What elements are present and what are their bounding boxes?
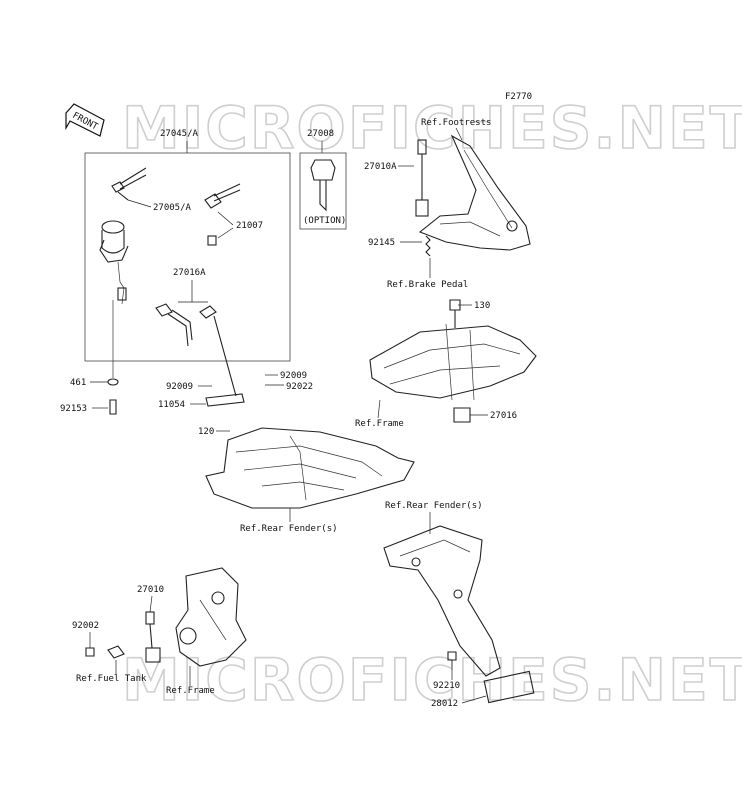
frame-section: [369, 323, 537, 401]
key-set-icon: [111, 167, 147, 201]
bolt-icon: [109, 399, 117, 415]
screw-icon: [449, 299, 461, 328]
label-27010A: 27010A: [364, 162, 397, 172]
watermark-top: MICROFICHES.NET: [122, 94, 742, 162]
figure-code: F2770: [505, 92, 532, 102]
label-92009-a: 92009: [280, 371, 307, 381]
label-27008: 27008: [307, 129, 334, 139]
front-arrow-icon: FRONT: [65, 103, 105, 137]
switch-27010-icon: [145, 611, 161, 663]
label-27045A: 27045/A: [160, 129, 199, 139]
label-130: 130: [474, 301, 490, 311]
label-ref-frame-2: Ref.Frame: [166, 686, 215, 696]
footrest-assembly: [418, 134, 531, 251]
label-11054: 11054: [158, 400, 185, 410]
brake-switch-icon: [415, 139, 429, 217]
watermark-bottom: MICROFICHES.NET: [122, 646, 742, 714]
ignition-switch-icon: [99, 220, 129, 305]
label-ref-footrests: Ref.Footrests: [421, 118, 491, 128]
label-461: 461: [70, 378, 86, 388]
rear-fender-bracket: [383, 525, 501, 677]
label-27005A: 27005/A: [153, 203, 192, 213]
bolt-2-icon: [85, 647, 95, 657]
label-27016A: 27016A: [173, 268, 206, 278]
label-92009-b: 92009: [166, 382, 193, 392]
ignition-kit-box: [84, 152, 291, 362]
label-ref-fuel-tank: Ref.Fuel Tank: [76, 674, 147, 684]
label-27010: 27010: [137, 585, 164, 595]
key-set-2-icon: [204, 183, 241, 246]
option-key-box: [299, 152, 347, 230]
label-92002: 92002: [72, 621, 99, 631]
rear-fender-pan: [205, 427, 415, 509]
label-27016: 27016: [490, 411, 517, 421]
nut-icon: [447, 651, 457, 661]
bracket-icon: [205, 315, 245, 407]
lower-frame-section: [175, 567, 247, 667]
label-ref-rear-fender-2: Ref.Rear Fender(s): [385, 501, 483, 511]
label-120: 120: [198, 427, 214, 437]
label-92145: 92145: [368, 238, 395, 248]
option-key-icon: [310, 159, 336, 212]
sensor-icon: [453, 407, 471, 423]
label-ref-rear-fender-1: Ref.Rear Fender(s): [240, 524, 338, 534]
label-92022: 92022: [286, 382, 313, 392]
spring-icon: [425, 235, 431, 257]
label-92153: 92153: [60, 404, 87, 414]
clamp-icon: [107, 645, 125, 659]
reflector-icon: [483, 670, 535, 704]
key-pair-icon: [155, 303, 217, 347]
option-label: (OPTION): [303, 216, 346, 226]
label-28012: 28012: [431, 699, 458, 709]
label-21007: 21007: [236, 221, 263, 231]
label-ref-brake-pedal: Ref.Brake Pedal: [387, 280, 468, 290]
label-92210: 92210: [433, 681, 460, 691]
label-ref-frame-1: Ref.Frame: [355, 419, 404, 429]
washer-icon: [107, 378, 119, 386]
